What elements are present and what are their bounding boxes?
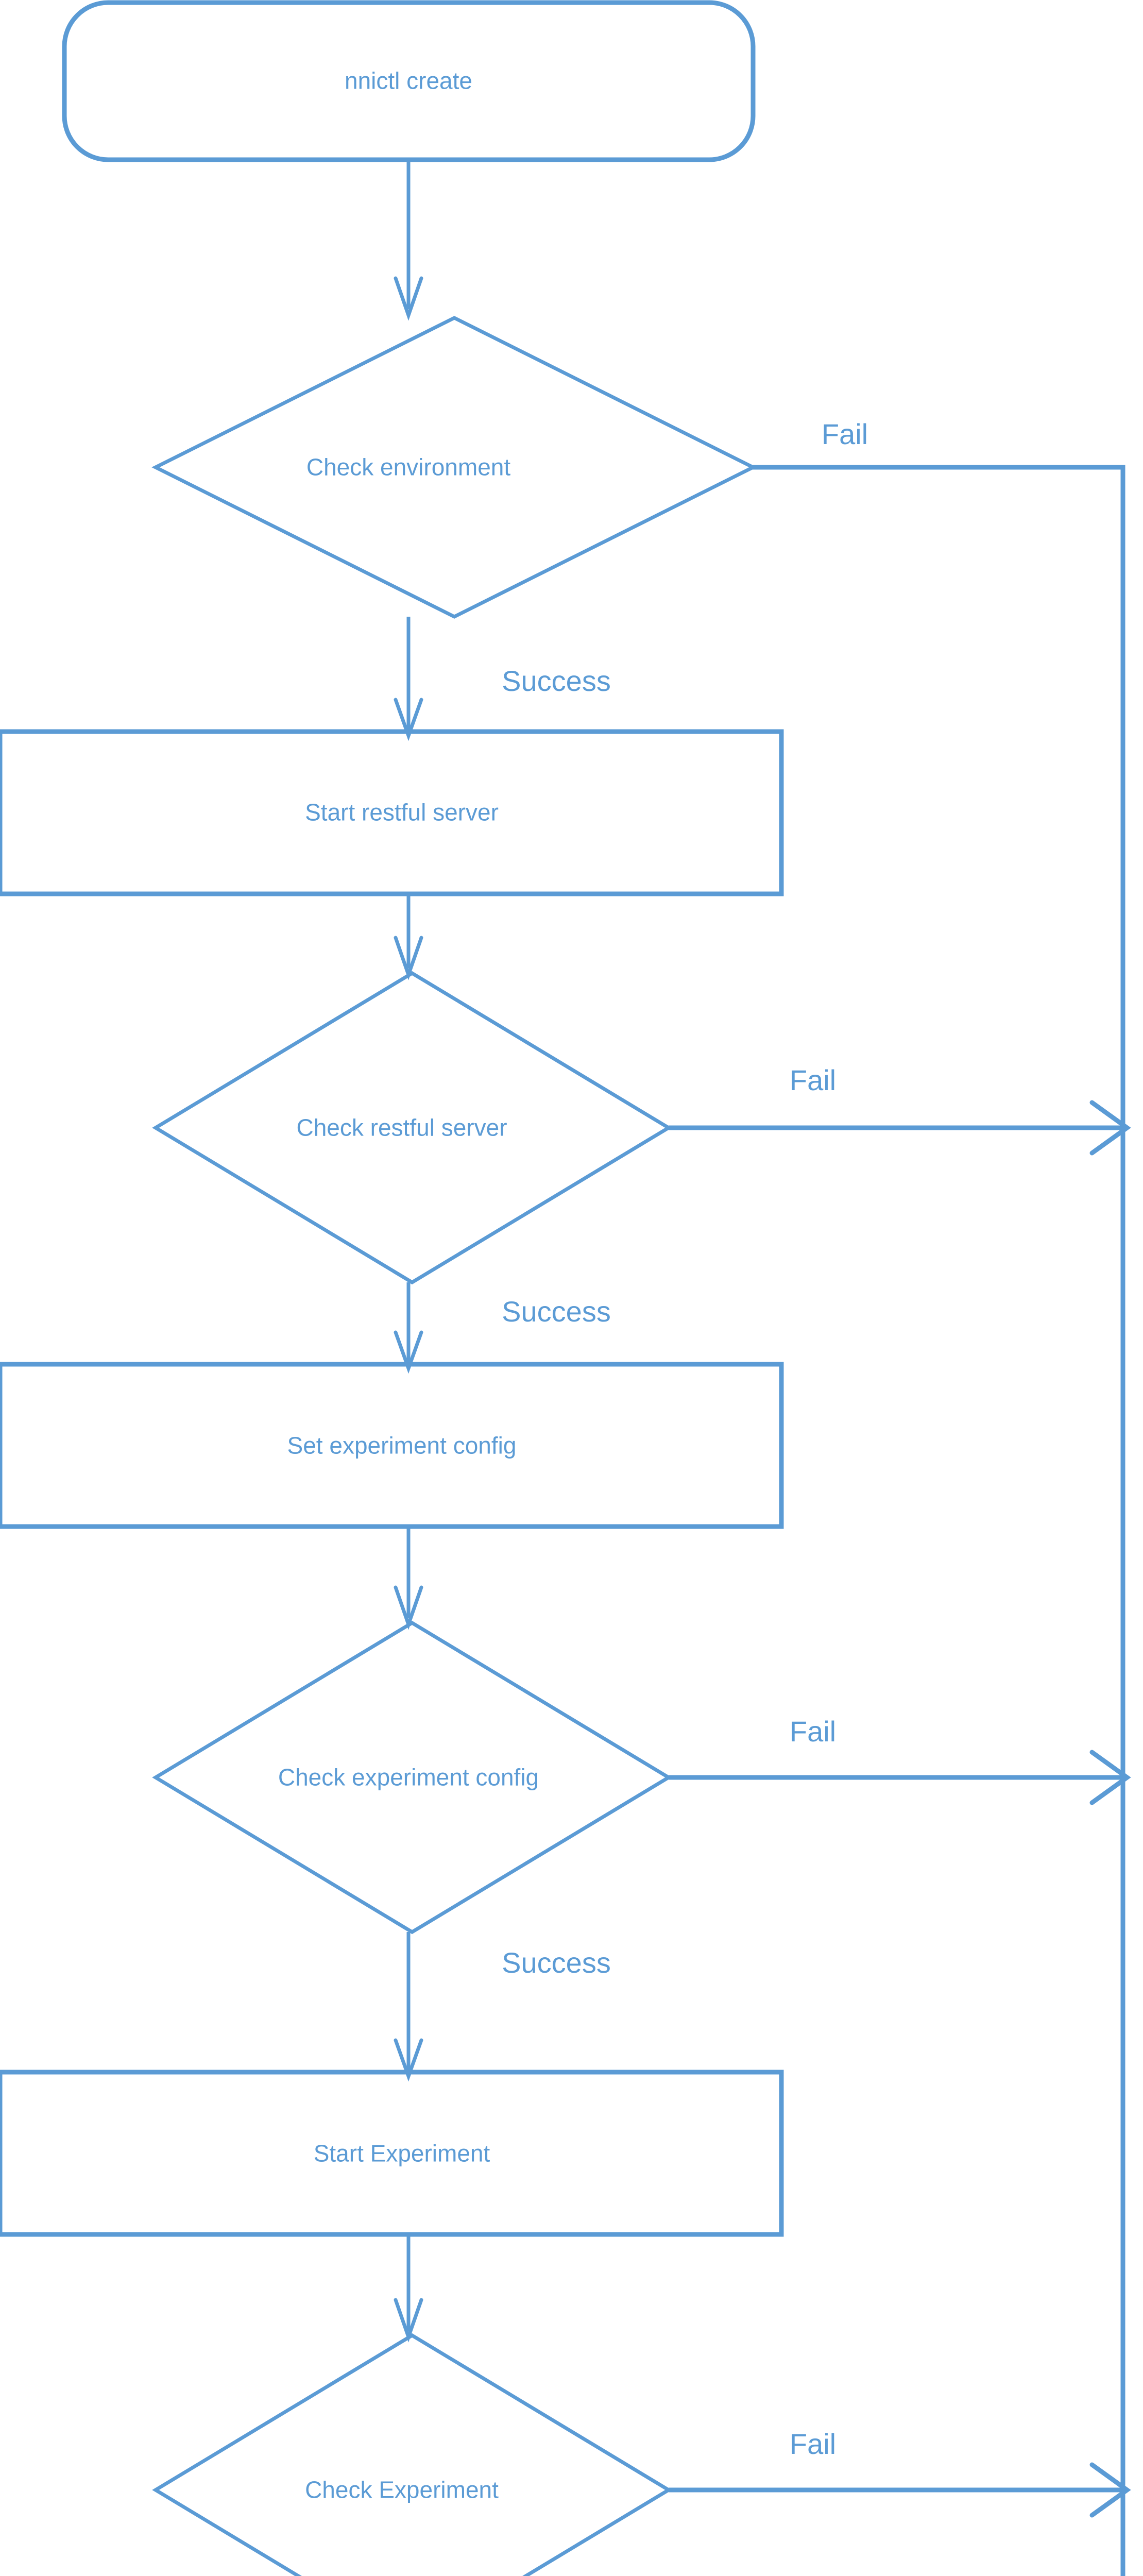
edge-label-success-2: Success	[502, 1295, 611, 1328]
edge-check-restful-server-success	[394, 1282, 423, 1374]
edge-start-experiment-to-check-experiment	[394, 2234, 423, 2343]
edge-check-experiment-fail	[669, 2462, 1131, 2518]
node-check-environment-shape[interactable]	[151, 316, 757, 619]
fail-return-rail	[1120, 467, 1125, 2576]
edge-start-restful-server-to-check-restful-server	[394, 894, 423, 980]
edge-label-fail-3: Fail	[789, 1715, 837, 1748]
edge-start-to-check-environment	[394, 160, 423, 321]
edge-check-experiment-config-success	[394, 1932, 423, 2082]
node-check-experiment-config-shape[interactable]	[152, 1620, 672, 1935]
node-start-experiment-shape[interactable]	[0, 2070, 784, 2237]
edge-label-fail-2: Fail	[789, 1064, 837, 1097]
edge-check-restful-server-fail	[669, 1100, 1131, 1156]
edge-set-experiment-config-to-check-experiment-config	[394, 1527, 423, 1630]
node-set-experiment-config-shape[interactable]	[0, 1362, 784, 1529]
node-check-restful-server-shape[interactable]	[152, 971, 672, 1285]
edge-check-experiment-config-fail	[669, 1750, 1131, 1805]
edge-label-success-1: Success	[502, 665, 611, 698]
edge-label-fail-1: Fail	[821, 418, 868, 451]
node-start-shape[interactable]	[62, 0, 756, 162]
node-start-restful-server-shape[interactable]	[0, 729, 784, 896]
edge-label-success-3: Success	[502, 1946, 611, 1979]
node-check-experiment-shape[interactable]	[152, 2333, 672, 2576]
edge-label-fail-4: Fail	[789, 2428, 837, 2461]
edge-check-environment-success	[394, 617, 423, 741]
